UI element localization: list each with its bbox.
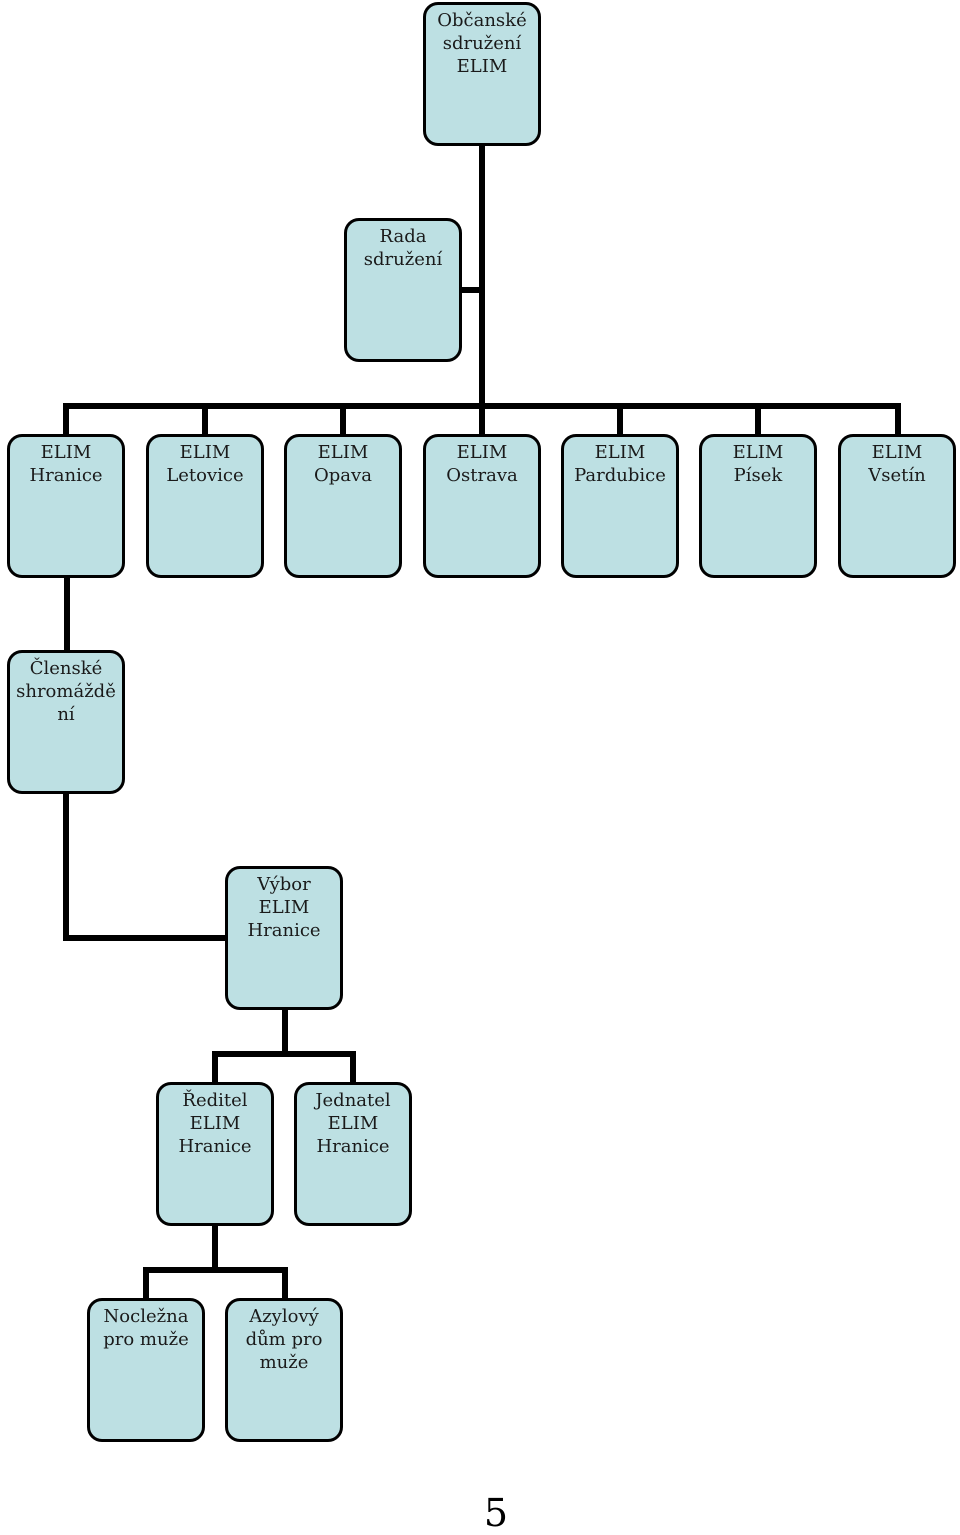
node-shelter: Nocležna pro muže	[87, 1298, 205, 1442]
node-branch-hranice: ELIM Hranice	[7, 434, 125, 578]
node-branch-letovice: ELIM Letovice	[146, 434, 264, 578]
node-branch-ostrava: ELIM Ostrava	[423, 434, 541, 578]
node-council: Rada sdružení	[344, 218, 462, 362]
node-branch-opava: ELIM Opava	[284, 434, 402, 578]
node-root: Občanské sdružení ELIM	[423, 2, 541, 146]
page-number: 5	[483, 1491, 509, 1535]
node-executive: Jednatel ELIM Hranice	[294, 1082, 412, 1226]
node-branch-vsetin: ELIM Vsetín	[838, 434, 956, 578]
node-committee: Výbor ELIM Hranice	[225, 866, 343, 1010]
node-assembly: Členské shromáždě ní	[7, 650, 125, 794]
node-branch-pisek: ELIM Písek	[699, 434, 817, 578]
node-director: Ředitel ELIM Hranice	[156, 1082, 274, 1226]
node-branch-pardubice: ELIM Pardubice	[561, 434, 679, 578]
node-asylum: Azylový dům pro muže	[225, 1298, 343, 1442]
connector-assembly-committee	[63, 791, 228, 941]
